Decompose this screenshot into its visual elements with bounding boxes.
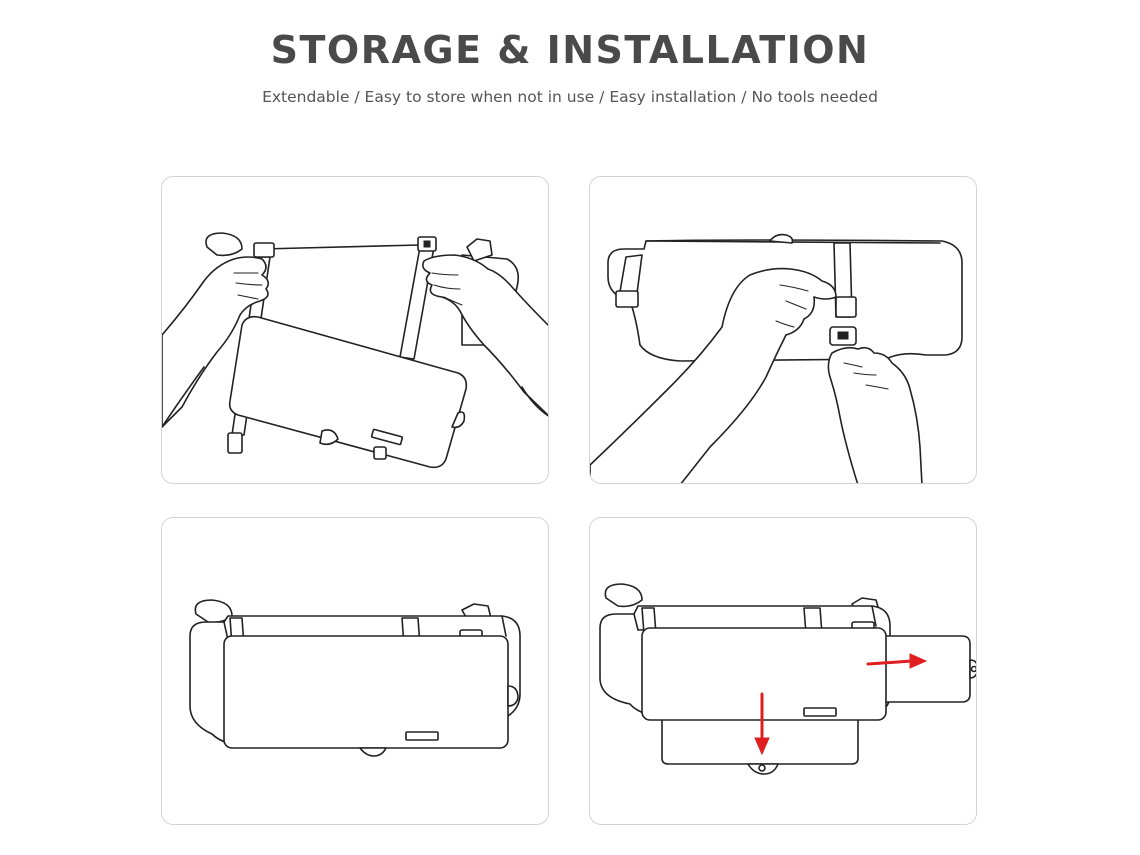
buckle-icon <box>835 296 857 318</box>
step-2-panel <box>589 176 977 484</box>
step-4-panel <box>589 517 977 825</box>
step-2-illustration <box>590 233 963 483</box>
extender-panel-icon <box>223 635 519 757</box>
step-3-illustration <box>189 599 521 757</box>
buckle-icon <box>253 242 275 258</box>
suction-cup-icon <box>205 232 243 257</box>
left-hand-icon <box>590 267 837 483</box>
step-1-panel <box>161 176 549 484</box>
extender-panel-right-icon <box>879 635 976 703</box>
suction-cup-icon <box>604 583 643 608</box>
right-hand-icon <box>422 254 548 417</box>
arrow-down-icon <box>754 692 770 756</box>
buckle-icon <box>615 290 639 308</box>
step-3-panel <box>161 517 549 825</box>
suction-cup-icon <box>466 238 493 262</box>
buckle-icon <box>227 432 243 454</box>
left-hand-icon <box>162 256 270 428</box>
step-4-illustration <box>599 583 976 775</box>
extender-panel-icon <box>641 627 887 721</box>
arrow-right-icon <box>866 653 928 669</box>
extender-panel-icon <box>228 315 468 469</box>
page-title: STORAGE & INSTALLATION <box>270 28 870 72</box>
right-hand-icon <box>827 346 923 483</box>
step-1-illustration <box>162 232 548 469</box>
page-subtitle: Extendable / Easy to store when not in u… <box>262 88 878 106</box>
